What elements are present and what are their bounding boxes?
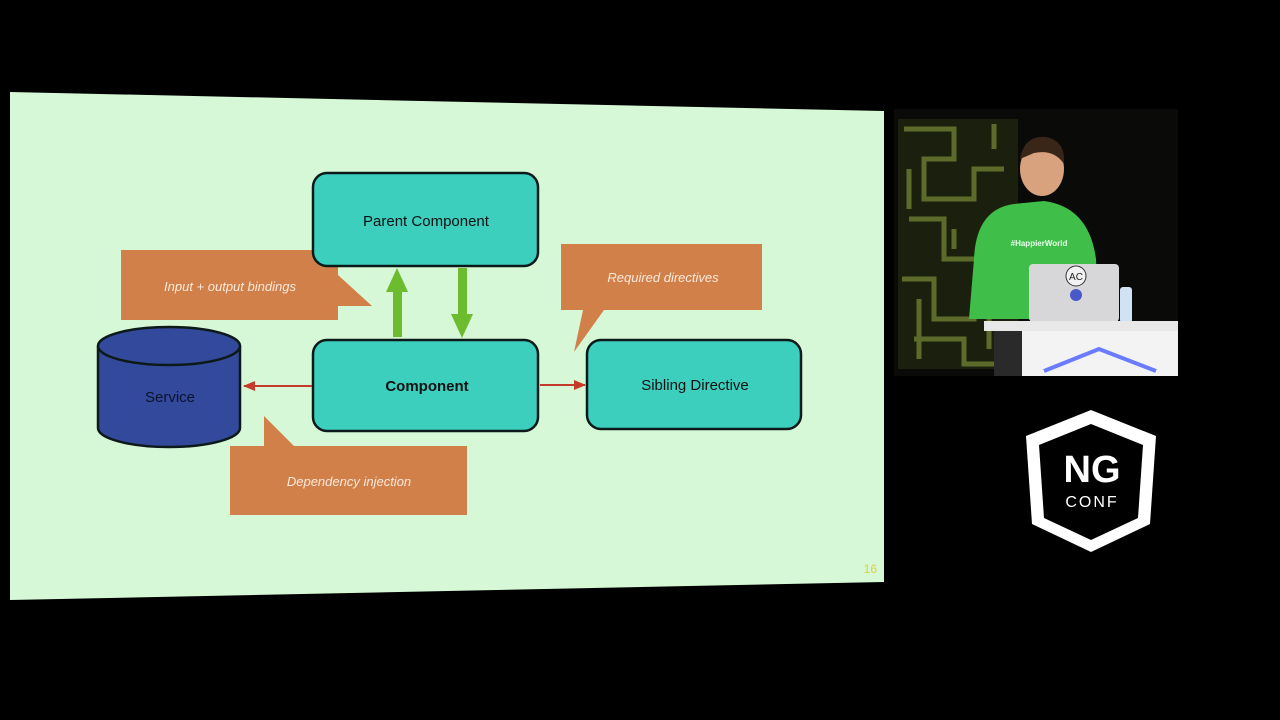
arrow-down-green bbox=[451, 268, 473, 338]
node-sibling-label: Sibling Directive bbox=[641, 377, 749, 394]
arrow-up-green bbox=[386, 268, 408, 337]
callout-required-label: Required directives bbox=[607, 270, 719, 285]
node-component-label: Component bbox=[385, 378, 468, 395]
callout-required: Required directives bbox=[561, 244, 762, 352]
logo-conf-text: CONF bbox=[1065, 494, 1118, 511]
laptop: AC bbox=[1029, 264, 1119, 322]
callout-bindings: Input + output bindings bbox=[121, 250, 372, 320]
callout-bindings-label: Input + output bindings bbox=[164, 279, 296, 294]
node-parent-label: Parent Component bbox=[363, 213, 490, 230]
node-sibling-directive: Sibling Directive bbox=[585, 338, 803, 431]
ng-conf-logo: NG CONF bbox=[1026, 410, 1156, 552]
speaker-video: #HappierWorld AC bbox=[894, 109, 1178, 376]
logo-ng-text: NG bbox=[1064, 449, 1121, 491]
laptop-badge: AC bbox=[1069, 272, 1083, 283]
callout-injection: Dependency injection bbox=[230, 416, 467, 515]
node-parent-component: Parent Component bbox=[311, 171, 540, 268]
node-service-label: Service bbox=[145, 389, 195, 406]
water-bottle bbox=[1120, 287, 1132, 323]
node-service: Service bbox=[96, 325, 242, 449]
shirt-text: #HappierWorld bbox=[1011, 239, 1068, 248]
slide-page-number: 16 bbox=[864, 562, 878, 576]
node-component: Component bbox=[311, 338, 540, 433]
callout-injection-label: Dependency injection bbox=[287, 474, 411, 489]
podium bbox=[984, 321, 1178, 376]
